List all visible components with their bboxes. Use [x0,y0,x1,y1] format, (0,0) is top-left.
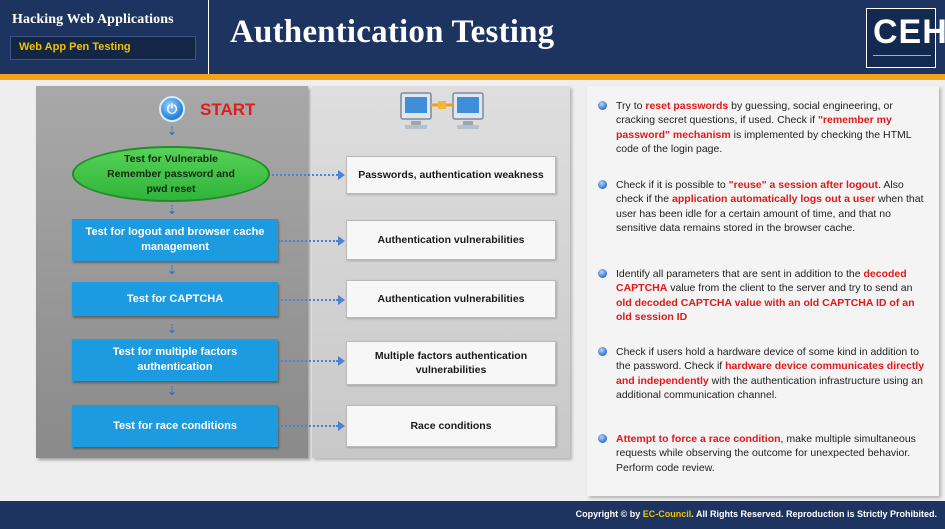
connector-line [278,425,338,427]
bullet-text: , make multiple simultaneous requests wh… [616,433,916,474]
connector-arrow-icon [338,236,345,246]
down-arrow-icon: ⇣ [167,124,178,138]
bullet-text: Check if users hold a hardware device of… [616,346,919,373]
down-arrow-icon: ⇣ [167,263,178,277]
highlighted-text: Attempt to force a race condition [616,433,781,445]
copyright-suffix: . All Rights Reserved. Reproduction is S… [691,509,937,519]
highlighted-text: reset passwords [645,100,729,112]
result-multifactor-vulns: Multiple factors authentication vulnerab… [346,341,556,385]
flow-step-remember-password: Test for Vulnerable Remember password an… [72,146,270,202]
bullet-text: when that user has been idle for a certa… [616,193,924,235]
result-passwords-weakness: Passwords, authentication weakness [346,156,556,194]
results-panel [312,86,570,458]
connector-line [278,240,338,242]
bullet-race-condition: Attempt to force a race condition, make … [598,432,928,475]
ceh-logo-text: CEH [873,13,945,51]
module-subtitle: Web App Pen Testing [19,41,131,53]
bullet-text: Try to [616,100,646,112]
result-authentication-vulns-2: Authentication vulnerabilities [346,280,556,318]
course-title: Hacking Web Applications [12,12,174,27]
flow-step-logout-cache: Test for logout and browser cache manage… [72,219,278,261]
highlighted-text: "remember my password" mechanism [616,114,892,141]
slide-header: Hacking Web Applications Web App Pen Tes… [0,0,945,80]
highlighted-text: "reuse" a session after logout [728,179,879,191]
computers-network-icon [400,92,484,129]
start-label: START [200,100,256,119]
bullet-session-reuse: Check if it is possible to "reuse" a ses… [598,178,928,236]
bullet-text: Check if it is possible to [616,179,729,191]
bullet-text: Identify all parameters that are sent in… [616,268,864,280]
highlighted-text: decoded CAPTCHA [616,268,907,295]
down-arrow-icon: ⇣ [167,203,178,217]
connector-line [272,174,338,176]
bullet-dot-icon [598,434,607,443]
bullet-dot-icon [598,347,607,356]
bullet-dot-icon [598,269,607,278]
result-race-conditions: Race conditions [346,405,556,447]
header-left-block: Hacking Web Applications Web App Pen Tes… [0,0,209,74]
subtitle-bar: Web App Pen Testing [10,36,196,60]
flow-step-multifactor: Test for multiple factors authentication [72,339,278,381]
down-arrow-icon: ⇣ [167,322,178,336]
copyright-prefix: Copyright © by [575,509,643,519]
bullet-text: is implemented by checking the HTML code… [616,128,912,156]
highlighted-text: application automatically logs out a use… [672,193,876,206]
page-title: Authentication Testing [230,14,555,50]
bullet-text: by guessing, social engineering, or crac… [616,100,893,127]
bullet-reset-passwords: Try to reset passwords by guessing, soci… [598,99,928,157]
flow-step-captcha: Test for CAPTCHA [72,282,278,316]
bullet-dot-icon [598,180,607,189]
connector-arrow-icon [338,295,345,305]
connector-arrow-icon [338,170,345,180]
details-panel [587,86,939,496]
connector-arrow-icon [338,421,345,431]
result-authentication-vulns-1: Authentication vulnerabilities [346,220,556,260]
bullet-dot-icon [598,101,607,110]
ec-council-brand: EC-Council [642,509,692,519]
connector-line [278,360,338,362]
connector-arrow-icon [338,356,345,366]
bullet-hardware-device: Check if users hold a hardware device of… [598,345,928,403]
slide-footer: Copyright © by EC-Council. All Rights Re… [0,501,945,529]
copyright-notice: Copyright © by EC-Council. All Rights Re… [576,509,937,519]
ceh-logo: CEH [866,8,945,68]
bullet-text: . Also check if the [616,179,904,206]
bullet-captcha: Identify all parameters that are sent in… [598,267,928,325]
power-icon: ⏻ [159,96,185,122]
highlighted-text: hardware device communicates directly an… [616,360,925,387]
bullet-text: value from the client to the server and … [667,282,913,295]
logo-underline [873,55,931,62]
highlighted-text: old decoded CAPTCHA value with an old CA… [616,296,915,324]
down-arrow-icon: ⇣ [167,384,178,398]
flow-step-race-conditions: Test for race conditions [72,405,278,447]
connector-line [278,299,338,301]
bullet-text: with the authentication infrastructure u… [616,374,923,402]
